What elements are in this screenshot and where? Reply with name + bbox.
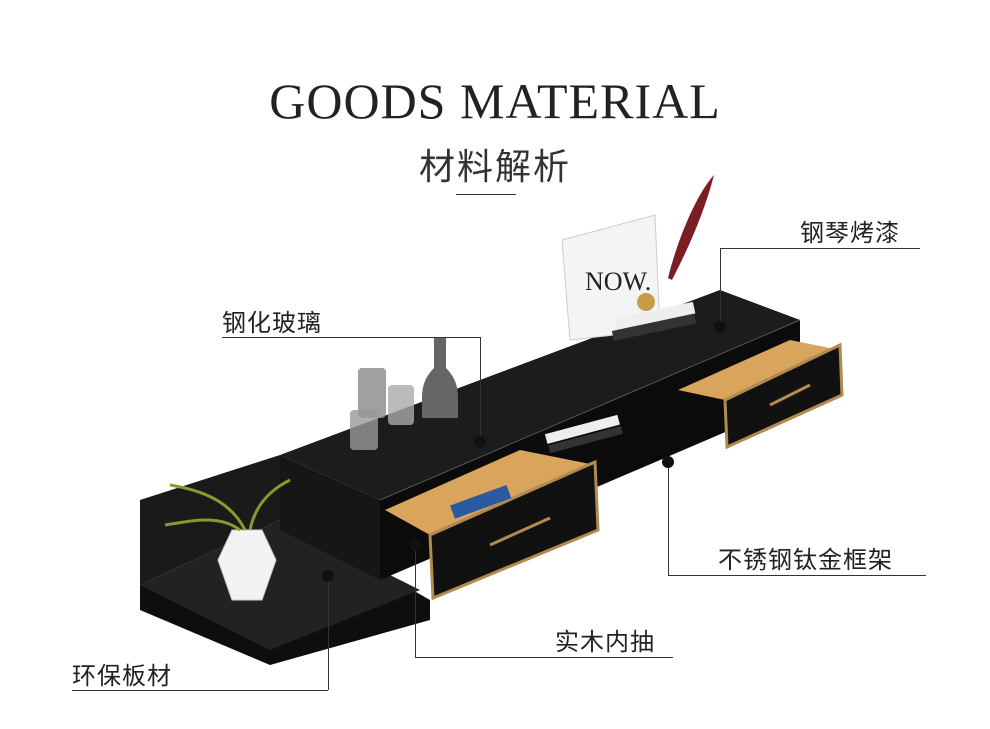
drawer-right-wood [678, 340, 840, 400]
drawer-right-front [723, 342, 844, 450]
cabinet-top [280, 290, 800, 500]
callout-dot [662, 456, 674, 468]
white-vase [217, 529, 277, 601]
title-divider [456, 194, 516, 195]
callout-line [668, 575, 926, 576]
page-subtitle: 材料解析 [418, 147, 571, 188]
callout-line [720, 248, 920, 249]
callout-line [328, 576, 329, 690]
callout-line [720, 248, 721, 326]
callout-label-eco-board: 环保板材 [72, 662, 172, 690]
callout-label-piano-lacquer: 钢琴烤漆 [800, 219, 900, 247]
callout-line [480, 337, 481, 441]
feather [668, 175, 714, 280]
shelf-surface [140, 520, 420, 650]
callout-dot [409, 539, 421, 551]
callout-line [415, 545, 416, 657]
callout-dot [714, 321, 726, 333]
callout-line [72, 690, 328, 691]
callout-label-tempered-glass: 钢化玻璃 [222, 309, 322, 337]
callout-label-steel-frame: 不锈钢钛金框架 [718, 546, 893, 574]
callout-line [415, 657, 673, 658]
callout-line [222, 337, 480, 338]
page-title: GOODS MATERIAL [269, 73, 721, 129]
drawer-left-front [428, 459, 600, 601]
callout-label-solid-wood-drawer: 实木内抽 [555, 628, 655, 656]
cabinet-side [280, 455, 380, 580]
callout-dot [474, 436, 486, 448]
callout-dot [322, 570, 334, 582]
callout-line [668, 462, 669, 575]
frame-text: NOW. [585, 267, 651, 296]
